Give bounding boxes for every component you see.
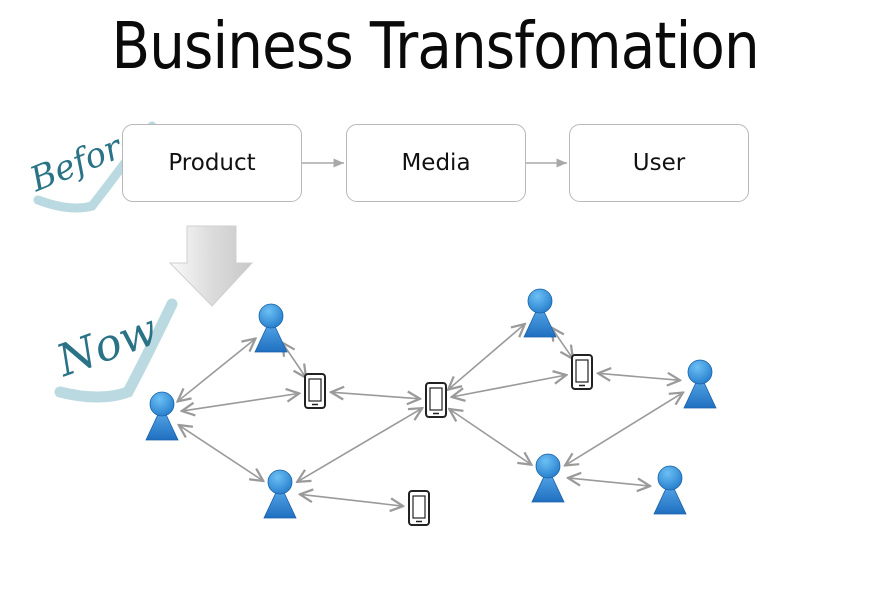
- edge-P6-P7: [568, 478, 650, 486]
- person-icon: [263, 469, 297, 519]
- person-icon: [683, 359, 717, 409]
- edge-P3-D2: [297, 408, 422, 482]
- edge-P1-D1: [282, 343, 306, 378]
- edge-D1-D2: [331, 392, 420, 399]
- edge-P4-D3: [551, 327, 573, 358]
- person-icon: [254, 303, 288, 353]
- edge-P2-P1: [178, 339, 256, 402]
- edge-D3-P5: [598, 373, 680, 380]
- flow-box-product: Product: [122, 124, 302, 202]
- edge-D2-P6: [449, 409, 531, 465]
- flow-box-user: User: [569, 124, 749, 202]
- edge-D2-D3: [452, 375, 567, 397]
- person-icon: [653, 465, 687, 515]
- mobile-device-icon: [408, 490, 430, 526]
- edge-P2-P3: [179, 425, 264, 481]
- flow-box-media: Media: [346, 124, 526, 202]
- edge-P5-P6: [565, 393, 683, 466]
- person-icon: [523, 288, 557, 338]
- edge-P3-D4: [300, 494, 403, 506]
- mobile-device-icon: [571, 354, 593, 390]
- person-icon: [145, 391, 179, 441]
- page-title: Business Transfomation: [111, 10, 759, 84]
- edge-D2-P4: [448, 324, 525, 390]
- mobile-device-icon: [304, 373, 326, 409]
- now-checkmark-brush: [54, 298, 178, 403]
- person-icon: [531, 453, 565, 503]
- edge-P2-D1: [182, 393, 299, 411]
- mobile-device-icon: [425, 382, 447, 418]
